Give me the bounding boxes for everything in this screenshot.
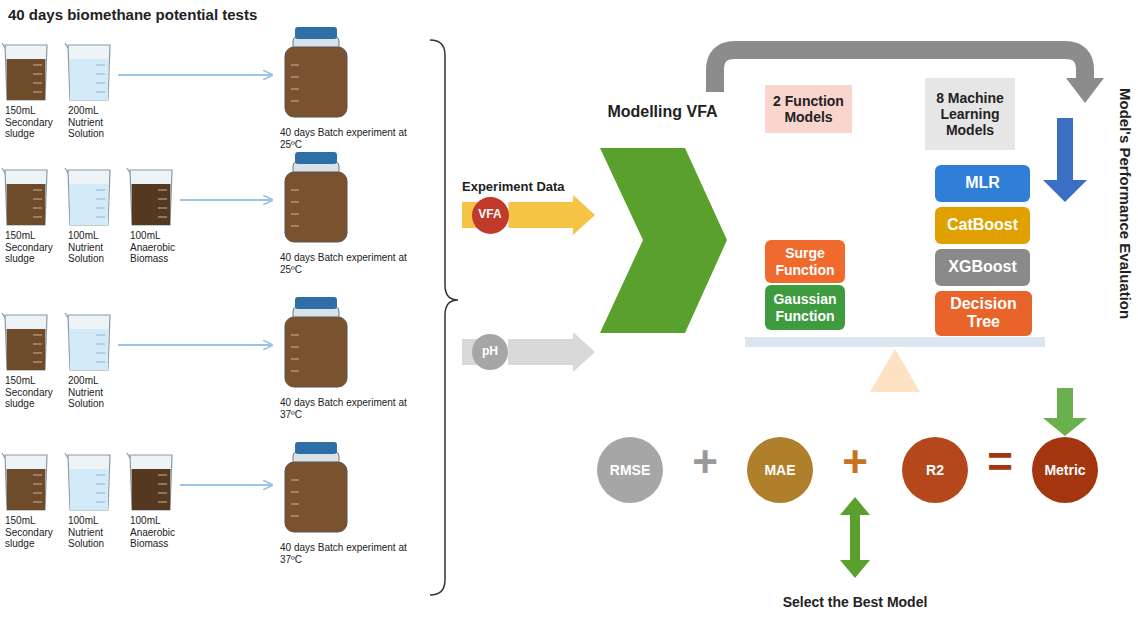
- quantity-label: 150mL Secondary sludge: [5, 105, 65, 140]
- node-text: Metric: [1044, 462, 1085, 478]
- quantity-label: 100mL Anaerobic Biomass: [130, 230, 190, 265]
- beaker: [2, 43, 47, 100]
- node-text: VFA: [478, 208, 501, 222]
- quantity-label: 150mL Secondary sludge: [5, 375, 65, 410]
- beaker: [65, 168, 110, 225]
- node-text: Decision Tree: [938, 295, 1029, 332]
- operator-symbol: =: [980, 440, 1020, 484]
- quantity-label: 150mL Secondary sludge: [5, 515, 65, 550]
- bracket: [430, 40, 458, 595]
- operator-symbol: +: [835, 440, 875, 484]
- outcome-label: Select the Best Model: [765, 594, 945, 610]
- node-text: MAE: [764, 462, 795, 478]
- beaker-group: [2, 27, 347, 532]
- node-text: Modelling VFA: [607, 103, 717, 121]
- quantity-label: 100mL Nutrient Solution: [68, 515, 128, 550]
- seesaw-plank: [745, 337, 1045, 347]
- metric-circle: MAE: [747, 437, 813, 503]
- double-arrow: [840, 497, 870, 578]
- node-text: R2: [926, 462, 944, 478]
- beaker: [2, 168, 47, 225]
- beaker: [2, 313, 47, 370]
- node-text: Surge Function: [768, 245, 842, 277]
- down-arrow: [1043, 388, 1087, 436]
- bottle-caption: 40 days Batch experiment at 25ºC: [280, 127, 410, 150]
- model-block: CatBoost: [935, 207, 1030, 244]
- flow-arrow: [118, 74, 272, 76]
- node-text: CatBoost: [947, 216, 1018, 234]
- model-block: MLR: [935, 165, 1030, 202]
- group-box: 2 Function Models: [765, 85, 852, 133]
- bottle: [285, 442, 347, 532]
- input-arrow: [508, 332, 595, 372]
- input-circle: pH: [472, 334, 508, 370]
- down-arrow: [1043, 118, 1087, 202]
- operator-symbol: +: [685, 440, 725, 484]
- bottle: [285, 27, 347, 117]
- flow-arrow: [180, 199, 272, 201]
- bottle-caption: 40 days Batch experiment at 25ºC: [280, 252, 410, 275]
- beaker: [65, 43, 110, 100]
- arrow-head: [1066, 78, 1104, 103]
- flow-arrow: [180, 484, 272, 486]
- bottle: [285, 297, 347, 387]
- metric-circle: Metric: [1032, 437, 1098, 503]
- title: 40 days biomethane potential tests: [8, 6, 257, 23]
- node-text: MLR: [965, 174, 1000, 192]
- quantity-label: 150mL Secondary sludge: [5, 230, 65, 265]
- beaker: [127, 453, 172, 510]
- metric-circle: RMSE: [597, 437, 663, 503]
- vertical-label: Model's Performance Evaluation: [1117, 88, 1134, 319]
- node-text: RMSE: [610, 462, 650, 478]
- quantity-label: 200mL Nutrient Solution: [68, 375, 128, 410]
- metric-circle: R2: [902, 437, 968, 503]
- bottle-caption: 40 days Batch experiment at 37ºC: [280, 542, 410, 565]
- input-circle: VFA: [472, 197, 509, 234]
- beaker: [2, 453, 47, 510]
- beaker: [65, 453, 110, 510]
- model-block: Decision Tree: [935, 291, 1032, 336]
- bottle-caption: 40 days Batch experiment at 37ºC: [280, 397, 410, 420]
- node-text: XGBoost: [948, 258, 1016, 276]
- model-block: XGBoost: [935, 249, 1030, 286]
- seesaw-fulcrum: [870, 349, 920, 392]
- group-box: 8 Machine Learning Models: [925, 78, 1015, 150]
- quantity-label: 200mL Nutrient Solution: [68, 105, 128, 140]
- model-block: Surge Function: [765, 240, 845, 283]
- process-chevron: Modelling VFA: [595, 103, 730, 365]
- input-label: Experiment Data: [462, 180, 565, 195]
- beaker: [65, 313, 110, 370]
- beaker: [127, 168, 172, 225]
- node-text: pH: [482, 345, 498, 359]
- chevron-shape: [595, 148, 730, 333]
- quantity-label: 100mL Anaerobic Biomass: [130, 515, 190, 550]
- quantity-label: 100mL Nutrient Solution: [68, 230, 128, 265]
- node-text: Gaussian Function: [768, 291, 842, 323]
- model-block: Gaussian Function: [765, 285, 845, 330]
- flow-arrow: [118, 344, 272, 346]
- node-text: 8 Machine Learning Models: [928, 90, 1012, 138]
- bottle: [285, 152, 347, 242]
- input-arrow: [509, 195, 596, 235]
- node-text: 2 Function Models: [768, 93, 849, 125]
